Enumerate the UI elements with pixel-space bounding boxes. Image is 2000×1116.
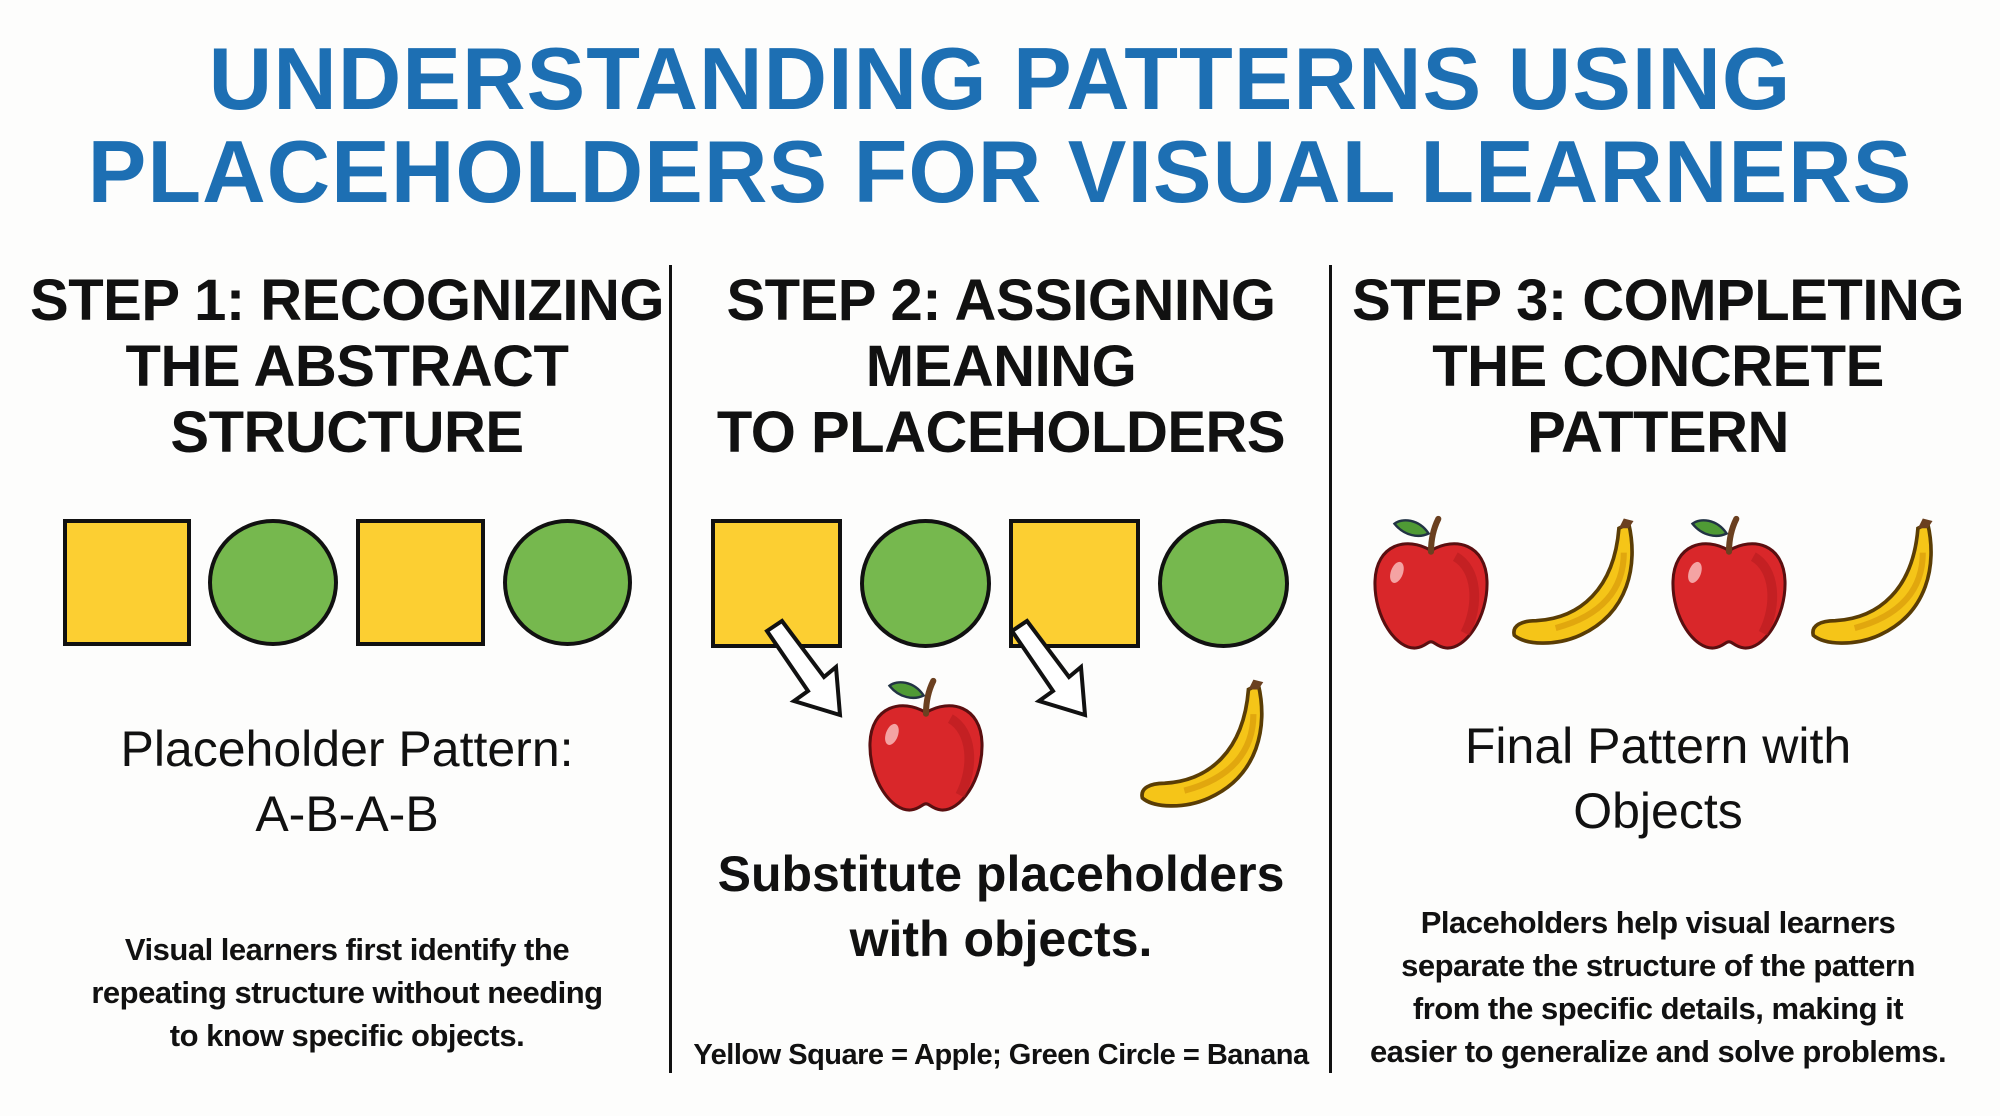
apple-icon	[865, 676, 987, 816]
yellow-square-placeholder	[356, 519, 485, 646]
label-line: Final Pattern with	[1464, 718, 1852, 774]
pattern-code: A-B-A-B	[255, 786, 439, 842]
green-circle-placeholder	[860, 519, 991, 648]
yellow-square-placeholder	[63, 519, 191, 646]
step-1-note: Visual learners first identify the repea…	[27, 928, 667, 1057]
arrow-down-right-icon	[1007, 604, 1107, 734]
placeholder-pattern-label: Placeholder Pattern: A-B-A-B	[27, 717, 667, 847]
note-line: Visual learners first identify the	[124, 932, 570, 967]
arrow-down-right-icon	[762, 604, 862, 734]
banana-icon	[1507, 514, 1653, 652]
mapping-caption: Yellow Square = Apple; Green Circle = Ba…	[681, 1034, 1321, 1077]
label-line: Substitute placeholders	[717, 846, 1285, 902]
apple-icon	[1370, 514, 1492, 654]
heading-line: STEP 3: COMPLETING	[1352, 268, 1964, 333]
green-circle-placeholder	[208, 519, 338, 646]
heading-line: STEP 1: RECOGNIZING	[30, 268, 664, 333]
heading-line: THE ABSTRACT	[125, 334, 569, 399]
column-divider	[1329, 265, 1332, 1073]
final-pattern-label: Final Pattern with Objects	[1338, 714, 1978, 844]
note-line: Placeholders help visual learners	[1420, 905, 1896, 940]
label-line: with objects.	[849, 911, 1153, 967]
step-2-heading: STEP 2: ASSIGNING MEANING TO PLACEHOLDER…	[681, 268, 1321, 466]
title-line-2: PLACEHOLDERS FOR VISUAL LEARNERS	[87, 122, 1913, 221]
substitute-label: Substitute placeholders with objects.	[681, 842, 1321, 972]
heading-line: STRUCTURE	[170, 400, 524, 465]
step-3-note: Placeholders help visual learners separa…	[1338, 901, 1978, 1073]
page-title: UNDERSTANDING PATTERNS USING PLACEHOLDER…	[0, 32, 2000, 218]
note-line: easier to generalize and solve problems.	[1369, 1034, 1947, 1069]
note-line: repeating structure without needing	[91, 975, 603, 1010]
heading-line: MEANING	[865, 334, 1137, 399]
column-divider	[669, 265, 672, 1073]
heading-line: THE CONCRETE	[1432, 334, 1884, 399]
step-1-heading: STEP 1: RECOGNIZING THE ABSTRACT STRUCTU…	[27, 268, 667, 466]
label-line: Placeholder Pattern:	[120, 721, 574, 777]
green-circle-placeholder	[1158, 519, 1289, 648]
note-line: Yellow Square = Apple; Green Circle = Ba…	[693, 1039, 1309, 1071]
heading-line: TO PLACEHOLDERS	[716, 400, 1286, 465]
note-line: to know specific objects.	[169, 1018, 525, 1053]
banana-icon	[1135, 676, 1283, 814]
note-line: separate the structure of the pattern	[1401, 948, 1915, 983]
heading-line: STEP 2: ASSIGNING	[726, 268, 1276, 333]
title-line-1: UNDERSTANDING PATTERNS USING	[208, 29, 1792, 128]
label-line: Objects	[1573, 783, 1743, 839]
banana-icon	[1806, 514, 1952, 652]
green-circle-placeholder	[503, 519, 632, 646]
apple-icon	[1668, 514, 1790, 654]
step-3-heading: STEP 3: COMPLETING THE CONCRETE PATTERN	[1338, 268, 1978, 466]
note-line: from the specific details, making it	[1412, 991, 1904, 1026]
heading-line: PATTERN	[1527, 400, 1789, 465]
